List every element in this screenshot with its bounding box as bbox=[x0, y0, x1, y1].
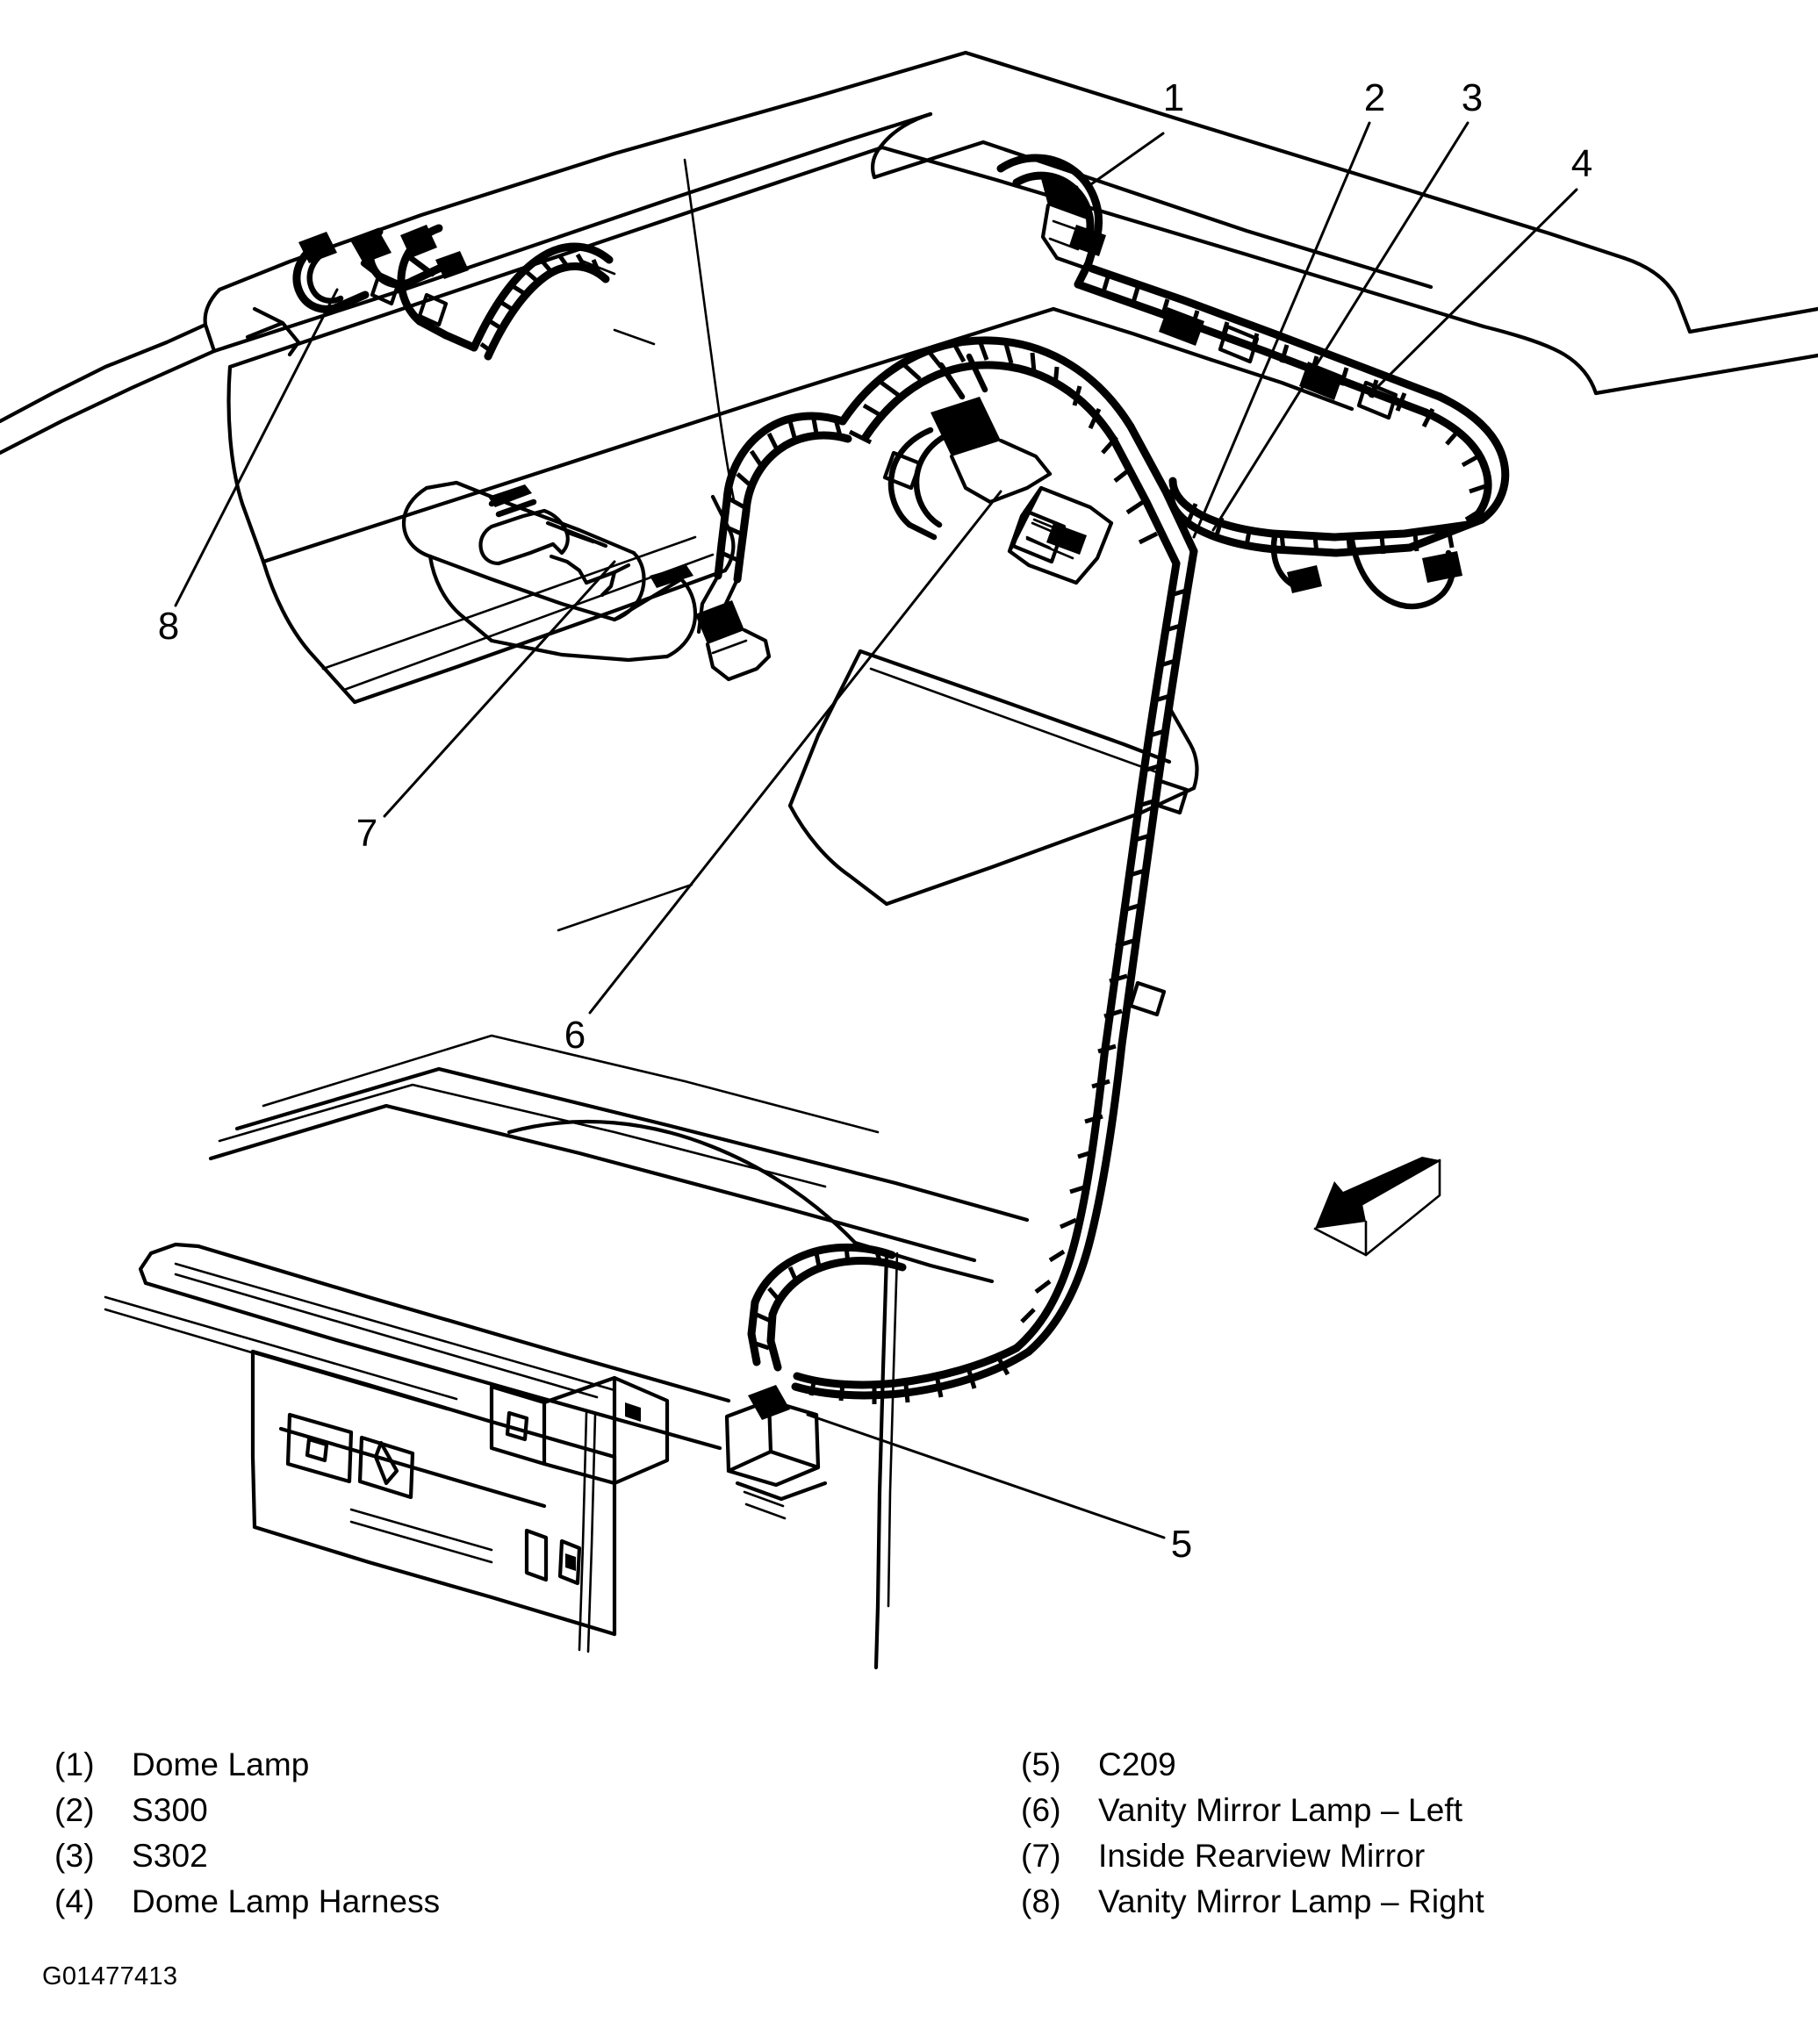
callout-number-8: 8 bbox=[158, 605, 179, 648]
legend-index-8: (8) bbox=[1021, 1883, 1061, 1919]
roof-harness-line-drawing: 1 2 3 4 5 6 7 8 bbox=[0, 50, 1818, 1670]
legend-label-1: Dome Lamp bbox=[132, 1746, 310, 1782]
callout-number-1: 1 bbox=[1163, 76, 1184, 119]
figure-id-label: G01477413 bbox=[42, 1962, 178, 1990]
callout-number-6: 6 bbox=[564, 1014, 586, 1057]
leader-line-3 bbox=[1211, 121, 1469, 532]
leader-line-2 bbox=[1192, 121, 1371, 539]
legend-item-6: (6) Vanity Mirror Lamp – Left bbox=[1021, 1788, 1484, 1833]
legend-item-1: (1) Dome Lamp bbox=[54, 1742, 440, 1788]
legend-item-3: (3) S302 bbox=[54, 1833, 440, 1879]
legend-item-2: (2) S300 bbox=[54, 1788, 440, 1833]
legend-label-4: Dome Lamp Harness bbox=[132, 1883, 441, 1919]
center-harness-group bbox=[695, 336, 1198, 1356]
harness-tape-ribs-center bbox=[848, 340, 1159, 545]
legend-label-7: Inside Rearview Mirror bbox=[1098, 1838, 1426, 1874]
legend-item-5: (5) C209 bbox=[1021, 1742, 1484, 1788]
callout-number-3: 3 bbox=[1462, 76, 1483, 119]
wiring-diagram-figure: 1 2 3 4 5 6 7 8 bbox=[0, 50, 1818, 1670]
leader-line-8 bbox=[174, 288, 339, 607]
callout-numbers: 1 2 3 4 5 6 7 8 bbox=[158, 76, 1592, 1566]
harness-tape-ribs-pillar bbox=[1020, 587, 1189, 1323]
legend-column-left: (1) Dome Lamp (2) S300 (3) S302 (4) Dome… bbox=[54, 1742, 440, 1925]
legend-item-4: (4) Dome Lamp Harness bbox=[54, 1879, 440, 1925]
legend-index-4: (4) bbox=[54, 1883, 95, 1919]
leader-line-4 bbox=[1368, 188, 1578, 397]
legend-index-5: (5) bbox=[1021, 1746, 1061, 1782]
legend-item-8: (8) Vanity Mirror Lamp – Right bbox=[1021, 1879, 1484, 1925]
callout-number-5: 5 bbox=[1171, 1523, 1192, 1566]
inside-rearview-mirror bbox=[401, 480, 698, 663]
roof-outline-group bbox=[0, 50, 1818, 455]
legend-label-5: C209 bbox=[1098, 1746, 1176, 1782]
leader-line-7 bbox=[383, 560, 616, 818]
leader-line-5 bbox=[806, 1413, 1166, 1539]
callout-number-2: 2 bbox=[1364, 76, 1385, 119]
legend-label-8: Vanity Mirror Lamp – Right bbox=[1098, 1883, 1484, 1919]
harness-tape-ribs-left-branch bbox=[720, 413, 844, 563]
harness-tape-ribs-c209 bbox=[808, 1357, 1010, 1404]
view-direction-arrow bbox=[1313, 1157, 1441, 1257]
legend-label-3: S302 bbox=[132, 1838, 208, 1874]
callout-leader-lines bbox=[174, 121, 1578, 1539]
legend-label-6: Vanity Mirror Lamp – Left bbox=[1098, 1792, 1463, 1828]
harness-tape-ribs-cowl-arc bbox=[752, 1245, 884, 1351]
legend-index-6: (6) bbox=[1021, 1792, 1061, 1828]
legend-index-3: (3) bbox=[54, 1838, 95, 1874]
leader-line-6 bbox=[588, 490, 1002, 1015]
legend-column-right: (5) C209 (6) Vanity Mirror Lamp – Left (… bbox=[1021, 1742, 1484, 1925]
legend-index-2: (2) bbox=[54, 1792, 95, 1828]
harness-tape-ribs-left bbox=[479, 253, 601, 355]
left-connector-cluster bbox=[292, 224, 614, 361]
legend: (1) Dome Lamp (2) S300 (3) S302 (4) Dome… bbox=[0, 1742, 1818, 1962]
legend-index-1: (1) bbox=[54, 1746, 95, 1782]
headliner-and-visors-group bbox=[226, 158, 1355, 932]
callout-number-4: 4 bbox=[1571, 142, 1592, 185]
callout-number-7: 7 bbox=[356, 812, 377, 855]
leader-line-1 bbox=[1087, 132, 1165, 188]
legend-index-7: (7) bbox=[1021, 1838, 1061, 1874]
harness-tape-ribs-lower-branch bbox=[1186, 503, 1455, 556]
cowl-dash-panel-group bbox=[104, 1034, 1033, 1670]
legend-item-7: (7) Inside Rearview Mirror bbox=[1021, 1833, 1484, 1879]
legend-label-2: S300 bbox=[132, 1792, 208, 1828]
